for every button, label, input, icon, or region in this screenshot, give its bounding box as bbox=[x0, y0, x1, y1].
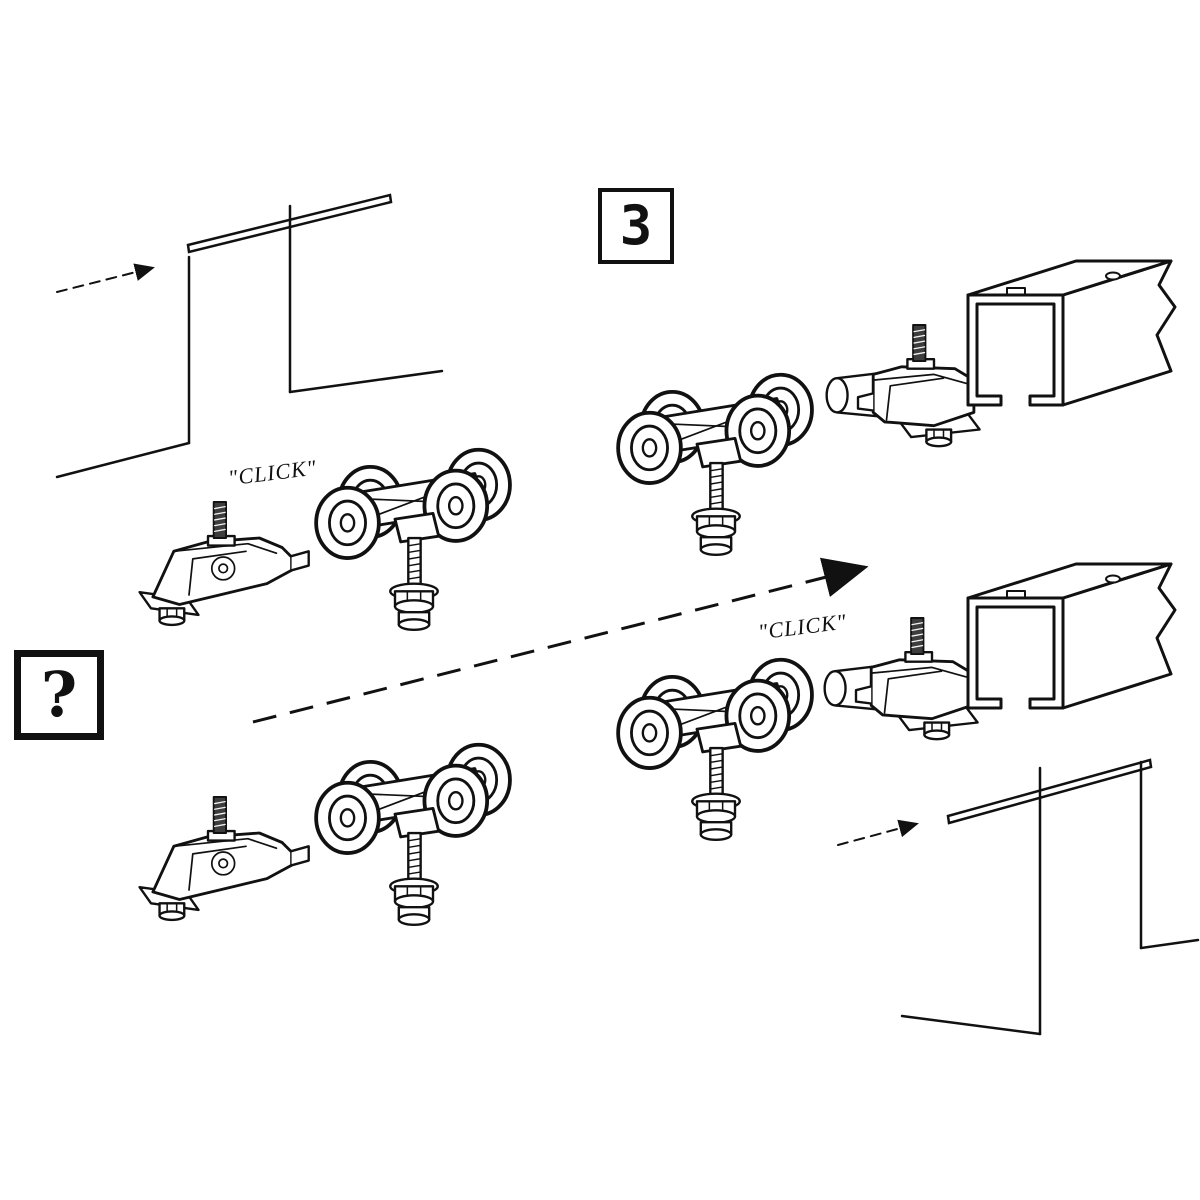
pair-left-middle bbox=[138, 450, 510, 630]
roller-trolley-right-middle bbox=[618, 660, 812, 840]
door-edge-line bbox=[55, 441, 191, 479]
step-number: 3 bbox=[619, 194, 653, 257]
door-edge-line bbox=[1139, 938, 1200, 950]
roller-trolley-top-right bbox=[618, 375, 812, 555]
sequence-top-right bbox=[618, 259, 1177, 555]
scene-rail-on-door-bottom-right bbox=[837, 758, 1200, 1036]
door-edge-line bbox=[288, 369, 444, 394]
step-number-box: 3 bbox=[598, 188, 674, 264]
question-mark: ? bbox=[40, 658, 78, 731]
flat-rail-bottom-right bbox=[946, 758, 1153, 825]
insert-direction-arrow bbox=[837, 819, 919, 846]
door-edge-line bbox=[900, 1014, 1042, 1036]
sequence-right-middle bbox=[618, 562, 1177, 840]
pair-left-bottom bbox=[138, 745, 510, 925]
mounting-bracket-top-right bbox=[825, 323, 982, 448]
roller-trolley-left-bottom bbox=[316, 745, 510, 925]
mounting-bracket-right-middle bbox=[823, 616, 980, 741]
question-mark-box: ? bbox=[14, 650, 104, 740]
insert-direction-arrow bbox=[56, 263, 155, 293]
assembly-direction-arrow bbox=[252, 557, 869, 724]
mounting-bracket-left-bottom bbox=[138, 795, 311, 922]
c-channel-track-right-middle bbox=[966, 562, 1177, 710]
scene-rail-on-door-top-left bbox=[55, 193, 444, 479]
mounting-bracket-left-middle bbox=[138, 500, 311, 627]
c-channel-track-top-right bbox=[966, 259, 1177, 407]
roller-trolley-left-middle bbox=[316, 450, 510, 630]
